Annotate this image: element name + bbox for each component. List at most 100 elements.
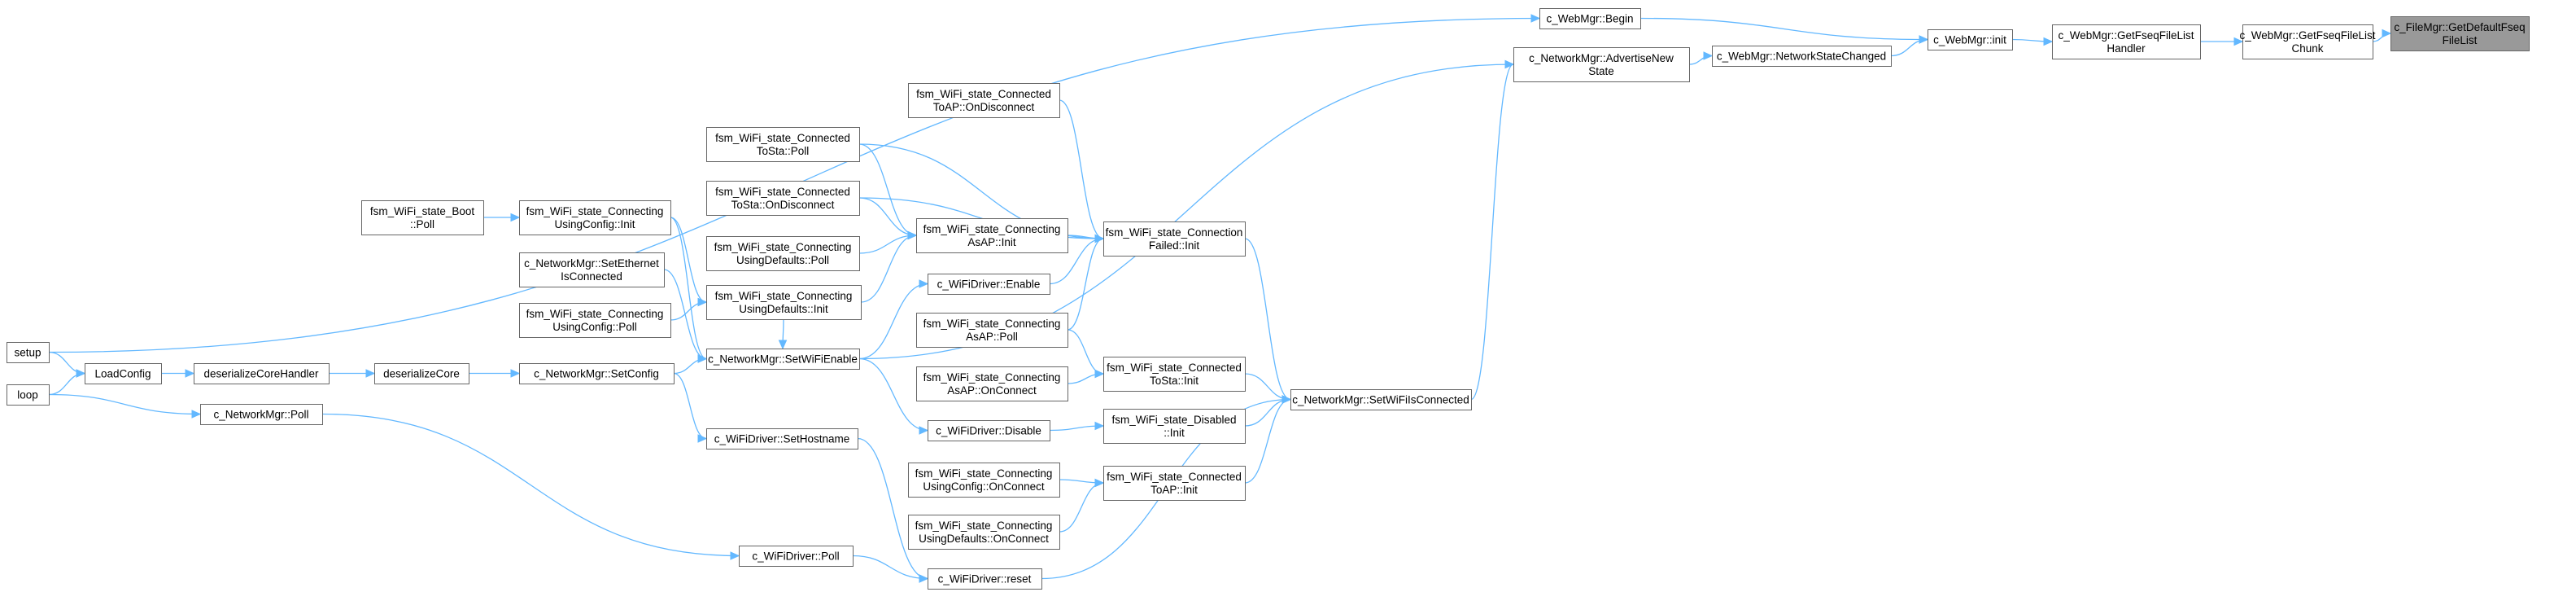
node-box (706, 428, 858, 449)
node-box (706, 285, 862, 320)
edge-drvDisable-to-disabledInit (1049, 421, 1105, 432)
edge-arrowhead (365, 369, 376, 378)
edge-defInit-to-asapInit (860, 230, 918, 303)
node-label: UsingConfig::Init (554, 218, 635, 230)
node-loadConfig[interactable]: LoadConfig (85, 363, 162, 384)
node-label: fsm_WiFi_state_Connecting (526, 308, 664, 320)
node-netStateChanged[interactable]: c_WebMgr::NetworkStateChanged (1712, 46, 1892, 67)
edge-asapPoll-to-staInit (1067, 329, 1105, 379)
node-setWiFiIsConnected[interactable]: c_NetworkMgr::SetWiFiIsConnected (1290, 389, 1472, 410)
node-label: c_NetworkMgr::SetWiFiEnable (708, 353, 858, 366)
node-label: deserializeCoreHandler (203, 368, 319, 380)
node-label: Failed::Init (1149, 239, 1200, 252)
node-defPoll[interactable]: fsm_WiFi_state_ConnectingUsingDefaults::… (706, 236, 860, 271)
node-webBegin[interactable]: c_WebMgr::Begin (1539, 8, 1641, 29)
node-label: c_WebMgr::init (1933, 34, 2006, 46)
node-label: fsm_WiFi_state_Connected (916, 88, 1051, 100)
node-netPoll[interactable]: c_NetworkMgr::Poll (200, 404, 323, 425)
node-box (519, 363, 675, 384)
edge-setWiFiIsConnected-to-advertise (1470, 59, 1515, 401)
node-box (908, 83, 1060, 118)
node-deserHandler[interactable]: deserializeCoreHandler (194, 363, 330, 384)
edge-cfgInit-to-setWiFiEnable (670, 217, 708, 363)
node-setWiFiEnable[interactable]: c_NetworkMgr::SetWiFiEnable (706, 349, 860, 370)
node-cfgPoll[interactable]: fsm_WiFi_state_ConnectingUsingConfig::Po… (519, 303, 671, 338)
node-box (1290, 389, 1472, 410)
node-label: Chunk (2291, 42, 2323, 55)
node-drvReset[interactable]: c_WiFiDriver::reset (928, 568, 1042, 590)
node-box (361, 200, 484, 235)
node-box (1928, 29, 2013, 50)
node-label: c_WiFiDriver::Enable (937, 278, 1041, 291)
edge-arrowhead (185, 369, 195, 378)
edge-staPoll-to-asapInit (858, 143, 918, 240)
edge-loop-to-loadConfig (48, 369, 86, 396)
node-drvDisable[interactable]: c_WiFiDriver::Disable (928, 420, 1050, 441)
edge-arrowhead (1703, 51, 1714, 60)
node-webInit[interactable]: c_WebMgr::init (1928, 29, 2013, 50)
node-label: fsm_WiFi_state_Connected (715, 132, 850, 144)
node-setup[interactable]: setup (7, 342, 50, 363)
edge-setHostname-to-drvReset (857, 437, 929, 583)
edge-loadConfig-to-deserHandler (161, 369, 195, 378)
edge-netPoll-to-drvPoll (321, 413, 740, 560)
node-box (1103, 357, 1246, 392)
node-box (1513, 47, 1690, 82)
node-label: ToSta::Poll (757, 145, 810, 157)
node-drvEnable[interactable]: c_WiFiDriver::Enable (928, 274, 1050, 295)
edge-arrowhead (1281, 395, 1292, 404)
node-box (928, 568, 1042, 590)
node-label: c_WiFiDriver::Poll (752, 550, 839, 563)
node-setHostname[interactable]: c_WiFiDriver::SetHostname (706, 428, 858, 449)
node-label: c_NetworkMgr::SetWiFiIsConnected (1292, 394, 1469, 406)
edge-bootPoll-to-cfgInit (482, 213, 521, 222)
node-deser[interactable]: deserializeCore (374, 363, 469, 384)
node-bootPoll[interactable]: fsm_WiFi_state_Boot::Poll (361, 200, 484, 235)
edge-arrowhead (76, 369, 86, 378)
edge-arrowhead (1094, 478, 1105, 488)
edge-arrowhead (907, 230, 918, 240)
node-box (85, 363, 162, 384)
node-box (194, 363, 330, 384)
node-apDisc[interactable]: fsm_WiFi_state_ConnectedToAP::OnDisconne… (908, 83, 1060, 118)
node-drvPoll[interactable]: c_WiFiDriver::Poll (739, 546, 854, 567)
node-label: fsm_WiFi_state_Connected (1107, 362, 1242, 374)
edge-defConnect-to-apInit (1059, 478, 1105, 533)
node-label: c_WiFiDriver::reset (938, 573, 1032, 585)
node-label: FileList (2443, 34, 2478, 46)
edge-arrowhead (1094, 421, 1105, 431)
node-box (2052, 24, 2201, 59)
edge-arrowhead (697, 354, 708, 363)
node-staDisc[interactable]: fsm_WiFi_state_ConnectedToSta::OnDisconn… (706, 181, 860, 216)
node-label: UsingConfig::OnConnect (923, 480, 1045, 493)
edge-apInit-to-setWiFiIsConnected (1244, 395, 1292, 484)
node-cfgInit[interactable]: fsm_WiFi_state_ConnectingUsingConfig::In… (519, 200, 671, 235)
node-defInit[interactable]: fsm_WiFi_state_ConnectingUsingDefaults::… (706, 285, 862, 320)
node-box (1712, 46, 1892, 67)
node-box (706, 236, 860, 271)
node-disabledInit[interactable]: fsm_WiFi_state_Disabled::Init (1103, 409, 1246, 444)
node-setConfig[interactable]: c_NetworkMgr::SetConfig (519, 363, 675, 384)
node-defConnect[interactable]: fsm_WiFi_state_ConnectingUsingDefaults::… (908, 515, 1060, 550)
edge-arrowhead (1919, 35, 1929, 44)
node-label: fsm_WiFi_state_Connecting (714, 241, 852, 253)
node-label: fsm_WiFi_state_Connecting (923, 318, 1061, 330)
node-label: c_WebMgr::GetFseqFileList (2239, 29, 2375, 42)
node-cfgConnect[interactable]: fsm_WiFi_state_ConnectingUsingConfig::On… (908, 463, 1060, 498)
node-label: ToSta::Init (1150, 375, 1198, 387)
node-label: c_NetworkMgr::Poll (213, 409, 308, 421)
node-loop[interactable]: loop (7, 384, 50, 406)
